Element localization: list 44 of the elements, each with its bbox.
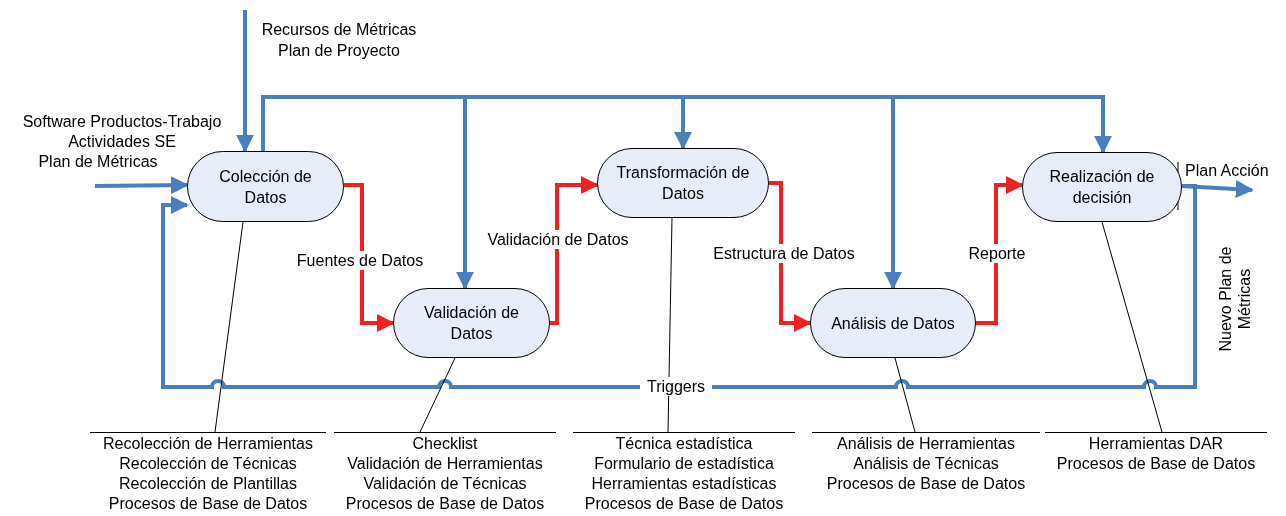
annotation-text: Validación de Herramientas: [347, 454, 543, 474]
arrow: [236, 10, 254, 153]
annotation-text: Herramientas DAR: [1088, 434, 1224, 454]
leader-line: [667, 217, 673, 433]
annotation-text: Recolección de Herramientas: [103, 434, 313, 454]
process-pill: [1022, 152, 1182, 222]
arrow: [261, 95, 1112, 154]
vertical-label: Nuevo Plan de Métricas: [1216, 245, 1254, 354]
arrow: [976, 176, 1024, 325]
arrow: [94, 176, 189, 195]
annotation-text: Checklist: [412, 434, 478, 454]
leader-line: [894, 357, 916, 433]
annotation-text: Herramientas estadísticas: [591, 474, 777, 494]
input-label: Plan de Métricas: [37, 152, 159, 172]
input-label: Recursos de Métricas: [260, 20, 418, 40]
arrow: [769, 181, 812, 332]
annotation-text: Análisis de Técnicas: [853, 454, 999, 474]
annotation-text: Recolección de Técnicas: [119, 454, 297, 474]
annotation-text: Procesos de Base de Datos: [108, 494, 308, 514]
input-label: Software Productos-Trabajo: [21, 112, 223, 132]
leader-line: [214, 221, 244, 433]
process-label: Realización de decisión: [1048, 167, 1156, 208]
input-label: Actividades SE: [67, 132, 177, 152]
process-pill: [187, 151, 344, 222]
leader-line: [419, 357, 456, 433]
input-label: Plan de Proyecto: [277, 41, 401, 61]
annotation-text: Análisis de Herramientas: [837, 434, 1015, 454]
process-label: Colección de Datos: [218, 166, 313, 208]
annotation-text: Procesos de Base de Datos: [826, 474, 1026, 494]
annotation-text: Procesos de Base de Datos: [1056, 454, 1256, 474]
annotation-text: Técnica estadística: [615, 434, 753, 454]
process-label: Validación de Datos: [423, 303, 520, 344]
annotation-text: Recolección de Plantillas: [119, 474, 297, 494]
annotation-text: Procesos de Base de Datos: [345, 494, 545, 514]
arrow: [344, 183, 395, 332]
arrow: [161, 184, 1197, 389]
leader-line: [1101, 221, 1163, 433]
annotation-text: Formulario de estadística: [594, 454, 774, 474]
arrow: [550, 176, 599, 325]
edge-label: Triggers: [640, 377, 712, 396]
process-label: Transformación de Datos: [615, 163, 751, 204]
annotation-text: Procesos de Base de Datos: [584, 494, 784, 514]
annotation-text: Validación de Técnicas: [363, 474, 527, 494]
process-label: Análisis de Datos: [831, 313, 955, 334]
